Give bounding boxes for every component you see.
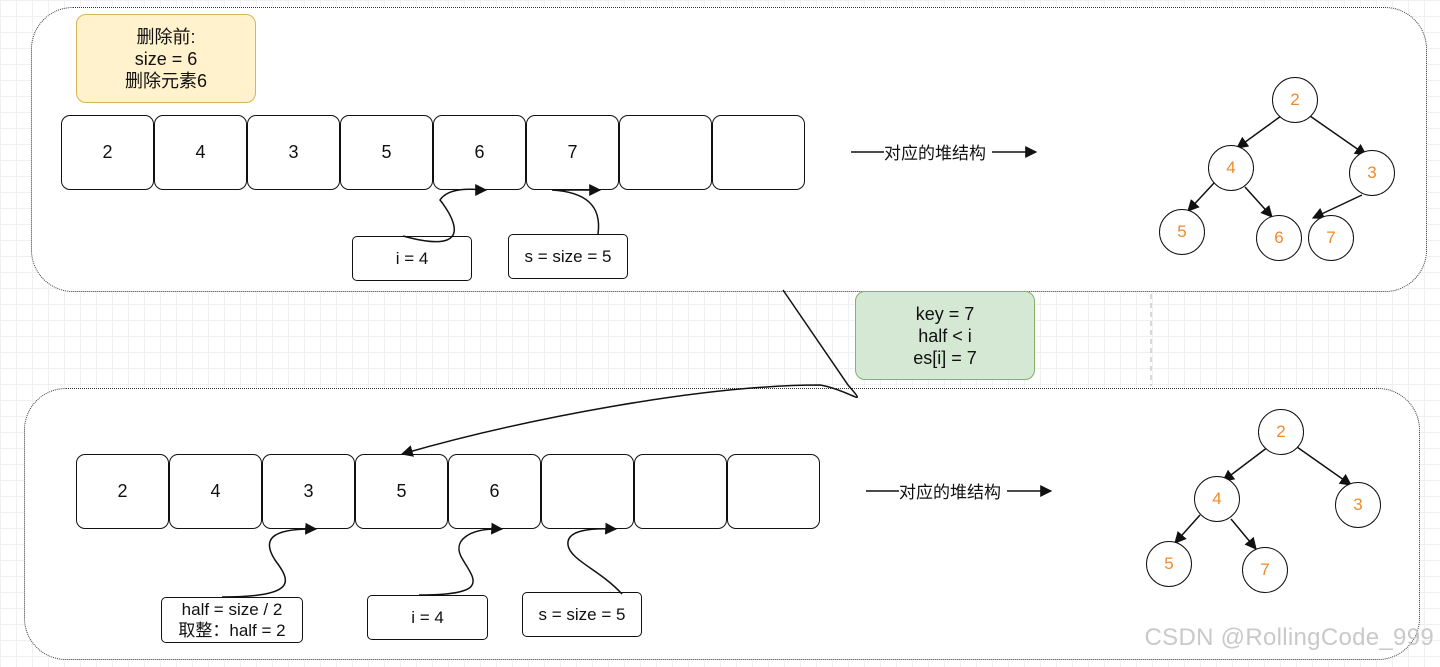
top-tree-edge	[1236, 115, 1282, 149]
move-arrow	[400, 289, 859, 457]
bottom-tree-edge	[1222, 446, 1269, 482]
bottom-heap-node-left: 4	[1194, 476, 1240, 522]
bottom-array-cell-6	[634, 454, 727, 529]
before-delete-note: 删除前: size = 6 删除元素6	[76, 14, 256, 103]
bottom-i-text: i = 4	[411, 608, 444, 627]
top-tree-edge	[1311, 194, 1363, 219]
watermark: CSDN @RollingCode_999	[1144, 624, 1434, 651]
top-i-text: i = 4	[395, 249, 429, 268]
top-heap-node-left: 4	[1208, 145, 1254, 191]
top-heap-node-right-left: 7	[1308, 215, 1354, 261]
half-line: 取整：half = 2	[178, 621, 286, 640]
bottom-tree-edge	[1230, 518, 1257, 550]
bottom-s-text: s = size = 5	[538, 605, 626, 624]
bottom-heap-node-left-right: 7	[1242, 547, 1288, 593]
bottom-half-pointer	[221, 522, 318, 598]
bottom-array-cell-7	[727, 454, 820, 529]
bottom-tree-edge	[1174, 514, 1201, 544]
bottom-half-label: half = size / 2 取整：half = 2	[161, 597, 303, 643]
top-array-cell-7	[712, 115, 805, 190]
top-array-cell-6	[619, 115, 712, 190]
top-s-label: s = size = 5	[508, 234, 628, 279]
top-array-cell-4: 6	[433, 115, 526, 190]
top-heap-node-root: 2	[1272, 77, 1318, 123]
top-array-cell-1: 4	[154, 115, 247, 190]
top-tree-edge	[1187, 182, 1215, 212]
note-line: 删除前:	[136, 26, 196, 47]
bottom-array-cell-1: 4	[169, 454, 262, 529]
top-i-label: i = 4	[352, 236, 472, 281]
bottom-array-cell-0: 2	[76, 454, 169, 529]
key-note: key = 7 half < i es[i] = 7	[855, 291, 1035, 380]
half-line: half = size / 2	[181, 600, 283, 619]
bottom-tree-edge	[1296, 446, 1352, 486]
top-s-pointer	[551, 184, 602, 235]
bottom-heap-node-right: 3	[1335, 482, 1381, 528]
top-tree-edge	[1309, 115, 1367, 156]
top-array-cell-3: 5	[340, 115, 433, 190]
note-line: 删除元素6	[124, 70, 207, 91]
top-heap-node-right: 3	[1349, 150, 1395, 196]
bottom-heap-node-root: 2	[1258, 409, 1304, 455]
top-heap-node-left-right: 6	[1256, 215, 1302, 261]
top-s-text: s = size = 5	[524, 247, 612, 266]
bottom-array-cell-2: 3	[262, 454, 355, 529]
note-line: key = 7	[915, 303, 975, 324]
bottom-s-pointer	[567, 522, 623, 595]
top-heap-node-left-left: 5	[1159, 209, 1205, 255]
note-line: half < i	[918, 325, 972, 346]
bottom-i-label: i = 4	[367, 595, 488, 640]
bottom-heap-node-left-left: 5	[1146, 541, 1192, 587]
note-line: es[i] = 7	[913, 347, 977, 368]
bottom-s-label: s = size = 5	[522, 592, 642, 637]
top-tree-edge	[1244, 186, 1273, 218]
top-i-pointer	[402, 183, 488, 243]
bottom-array-cell-5	[541, 454, 634, 529]
top-array-cell-2: 3	[247, 115, 340, 190]
top-heap-label: 对应的堆结构	[884, 144, 986, 163]
note-line: size = 6	[134, 48, 198, 69]
bottom-heap-label: 对应的堆结构	[899, 483, 1001, 502]
bottom-i-pointer	[418, 522, 504, 596]
bottom-array-cell-4: 6	[448, 454, 541, 529]
top-array-cell-0: 2	[61, 115, 154, 190]
